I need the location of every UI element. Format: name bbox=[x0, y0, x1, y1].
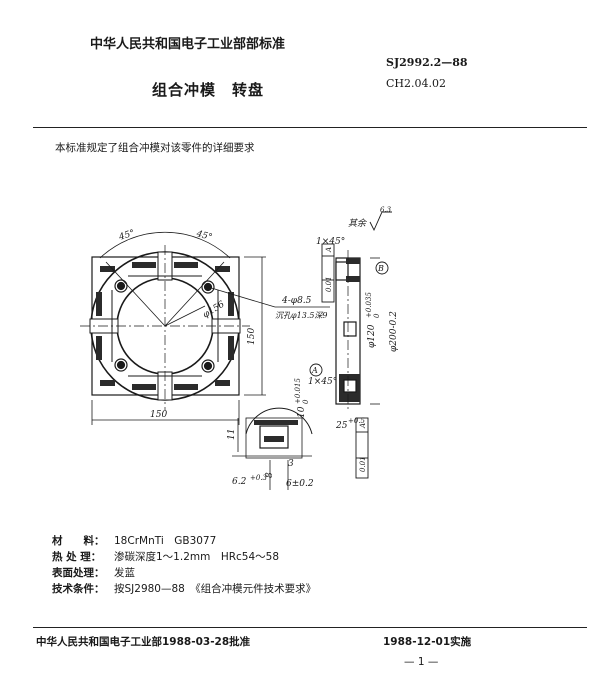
spec-material-value: 18CrMnTi GB3077 bbox=[114, 535, 217, 547]
ministry-header: 中华人民共和国电子工业部部标准 bbox=[90, 37, 286, 52]
perp-tol-top: 0.01 bbox=[325, 276, 333, 292]
t-slot-ring bbox=[96, 262, 234, 390]
dim-height: 150 bbox=[247, 328, 257, 345]
datum-b: B bbox=[377, 264, 384, 273]
dim-6-2: 6.2 bbox=[232, 477, 247, 487]
intro-text: 本标准规定了组合冲模对该零件的详细要求 bbox=[55, 142, 255, 154]
dim-tol-10: 10 bbox=[297, 406, 307, 418]
standard-number: SJ2992.2—88 bbox=[386, 56, 468, 69]
dim-tol-120-lower: 0 bbox=[373, 313, 381, 318]
spec-surface-treatment: 表面处理： 发蓝 bbox=[52, 565, 135, 580]
dim-25-tol: +0.5 bbox=[348, 417, 366, 425]
dimension-lines bbox=[91, 256, 330, 425]
dim-tol-120-upper: +0.035 bbox=[365, 292, 373, 318]
approval-note: 中华人民共和国电子工业部1988-03-28批准 bbox=[36, 636, 251, 648]
dim-angle-left: 45° bbox=[117, 228, 136, 243]
spec-technical-conditions: 技术条件： 按SJ2980—88 《组合冲模元件技术要求》 bbox=[52, 581, 316, 596]
spec-surface-treatment-key: 表面处理： bbox=[52, 567, 105, 579]
dim-11: 11 bbox=[227, 429, 237, 440]
dim-hole-callout-2: 沉孔φ13.5深9 bbox=[275, 311, 328, 320]
dim-25: 25 bbox=[335, 421, 348, 431]
dim-chamfer-top: 1×45° bbox=[316, 237, 345, 247]
page-number: — 1 — bbox=[404, 656, 439, 668]
perp-tol-bottom: 0.01 bbox=[359, 456, 367, 472]
dim-chamfer-mid: 1×45° bbox=[308, 377, 337, 387]
datum-a-bubble bbox=[309, 363, 323, 377]
spec-heat-treatment-value: 渗碳深度1～1.2mm HRc54～58 bbox=[114, 551, 280, 563]
dim-6-2-tol: +0.3 bbox=[250, 474, 268, 482]
tolerance-frame-bottom bbox=[355, 417, 369, 479]
document-title: 组合冲模 bbox=[152, 81, 217, 99]
datum-a: A bbox=[311, 366, 318, 375]
dim-dia-120: φ120 bbox=[367, 324, 377, 348]
dim-bore: φ156 bbox=[201, 299, 226, 320]
side-section bbox=[335, 250, 380, 412]
dim-tol-10-lower: 0 bbox=[302, 399, 310, 404]
dim-6: 6±0.2 bbox=[286, 479, 314, 489]
dim-width: 150 bbox=[150, 410, 167, 420]
top-rule bbox=[33, 127, 587, 128]
dim-angle-right: 45° bbox=[194, 229, 213, 243]
tolerance-frame-top bbox=[321, 243, 335, 303]
slot-detail bbox=[232, 407, 313, 490]
spec-material-key: 材 料： bbox=[52, 535, 105, 547]
dim-dia-200: φ200-0.2 bbox=[389, 311, 399, 352]
perp-datum-bottom: A bbox=[359, 423, 367, 429]
document-subtitle: 转盘 bbox=[232, 81, 265, 99]
spec-technical-conditions-value: 按SJ2980—88 《组合冲模元件技术要求》 bbox=[114, 583, 317, 595]
roughness-value: 6.3 bbox=[380, 206, 392, 214]
spec-surface-treatment-value: 发蓝 bbox=[114, 567, 135, 579]
datum-b-bubble bbox=[375, 261, 389, 275]
spec-heat-treatment: 热 处 理： 渗碳深度1～1.2mm HRc54～58 bbox=[52, 549, 279, 564]
dim-3: 3 bbox=[288, 459, 294, 469]
effective-date: 1988-12-01实施 bbox=[383, 636, 472, 648]
dim-8: 8 bbox=[265, 472, 275, 478]
spec-heat-treatment-key: 热 处 理： bbox=[52, 551, 102, 563]
spec-material: 材 料： 18CrMnTi GB3077 bbox=[52, 533, 216, 548]
counterbore-holes bbox=[114, 279, 215, 373]
bottom-rule bbox=[33, 627, 587, 628]
spec-technical-conditions-key: 技术条件： bbox=[52, 583, 105, 595]
dim-hole-callout-1: 4-φ8.5 bbox=[281, 296, 312, 306]
classification-number: CH2.04.02 bbox=[386, 77, 446, 90]
dim-tol-10-upper: +0.015 bbox=[294, 378, 302, 404]
roughness-note: 其余 bbox=[348, 218, 367, 229]
perp-datum-top: A bbox=[325, 247, 333, 253]
roughness-symbol bbox=[369, 211, 392, 232]
angle-lines bbox=[99, 231, 231, 327]
